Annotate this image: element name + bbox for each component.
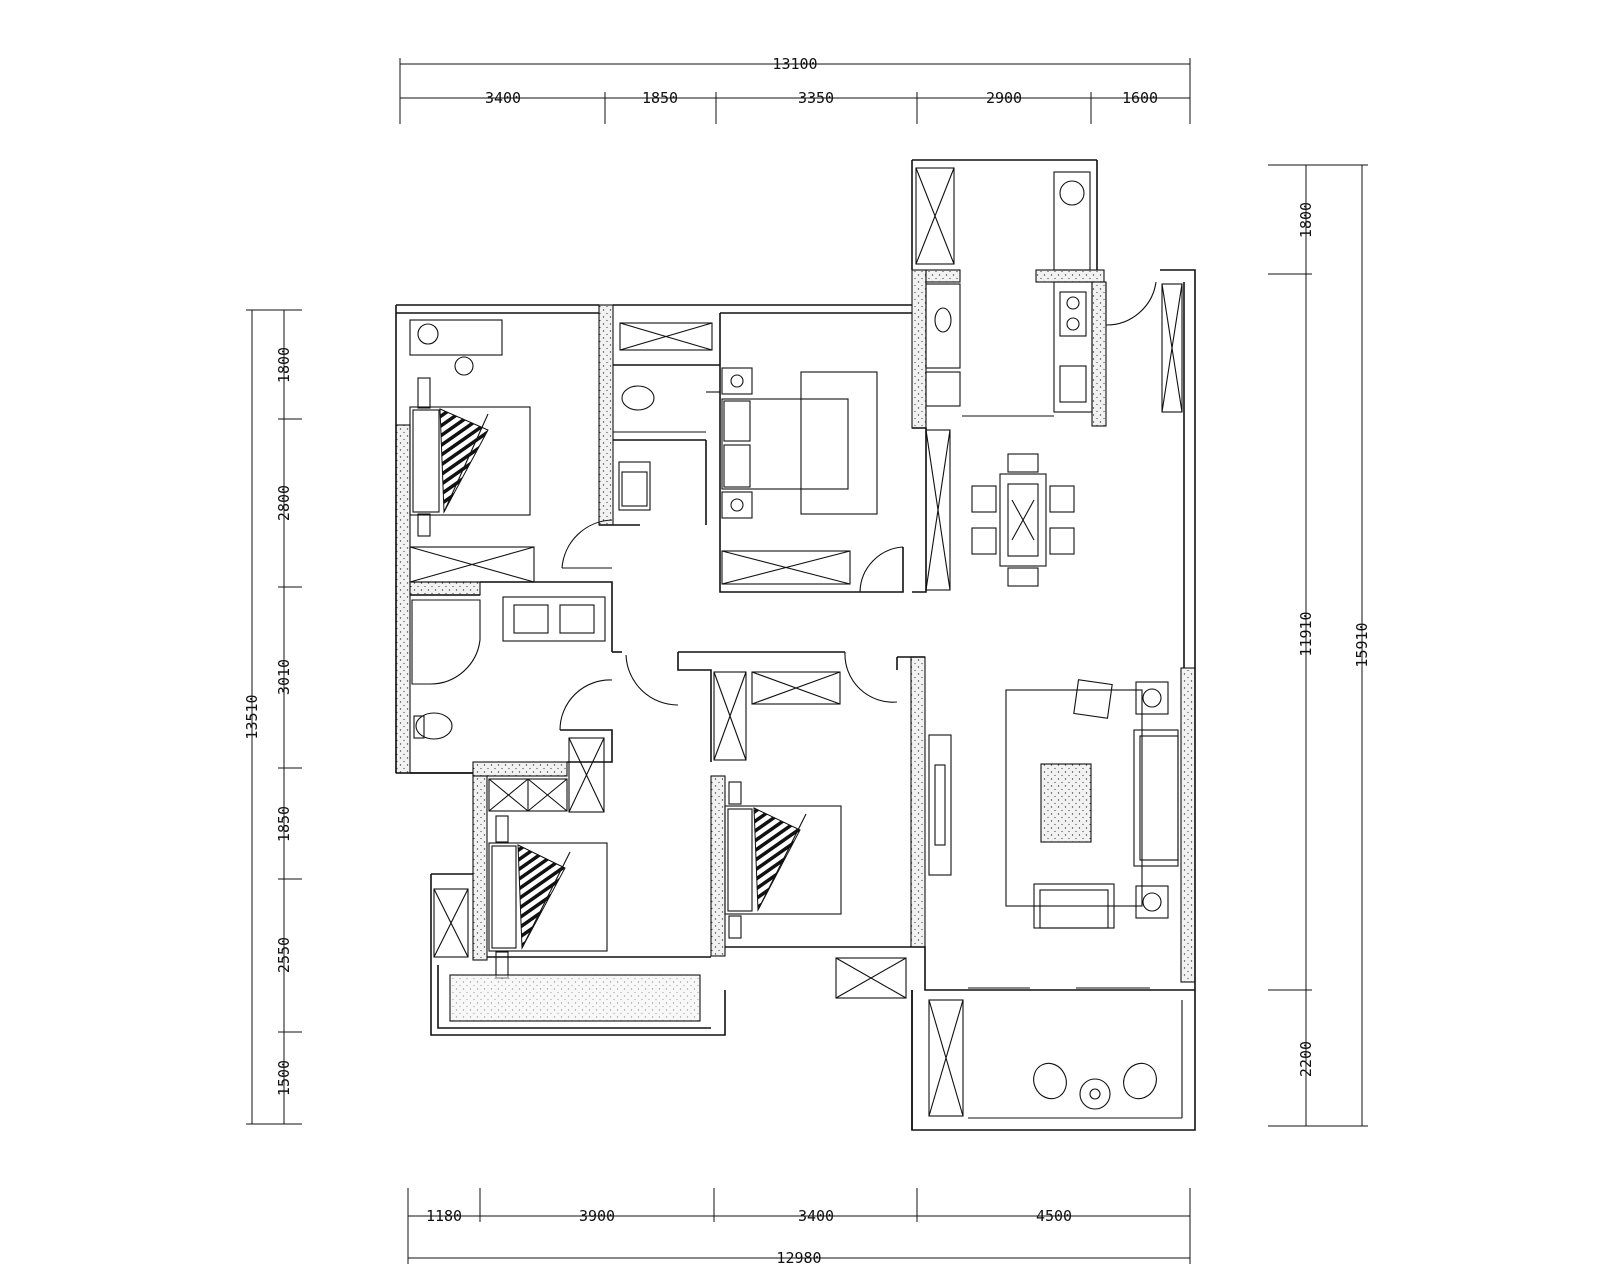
wardrobe-bedroom-2 [721,550,851,585]
doors [559,281,1157,731]
bathroom-upper [613,385,720,511]
bathroom-lower [411,596,606,740]
balcony-lower-left [449,974,701,1022]
dim-top-total: 13100 [772,55,817,73]
dim-top-seg-4: 2900 [986,89,1022,107]
dimension-bottom: 1180 3900 3400 4500 12980 [407,1188,1191,1267]
dim-top-seg-3: 3350 [798,89,834,107]
cabinet-entry-right [1161,283,1183,413]
dim-bottom-seg-4: 4500 [1036,1207,1072,1225]
cabinet-balcony-left [433,888,469,958]
dim-bottom-total: 12980 [776,1249,821,1267]
cabinet-hall-1 [568,737,605,813]
dim-right-total: 15910 [1353,622,1371,667]
dim-top-seg-5: 1600 [1122,89,1158,107]
dim-left-seg-2: 2800 [275,485,293,521]
bed-bedroom-1 [409,377,531,537]
dim-left-seg-4: 1850 [275,806,293,842]
dim-top-seg-1: 3400 [485,89,521,107]
dining-table [971,453,1075,587]
dimension-top: 13100 3400 1850 3350 2900 1600 [399,55,1191,124]
dim-left-seg-1: 1800 [275,347,293,383]
dim-right-seg-1: 1800 [1297,202,1315,238]
cabinet-hall-3 [751,671,841,705]
desk-bedroom-1 [409,319,503,376]
cabinet-dining-side [925,429,951,591]
dim-right-seg-3: 2200 [1297,1041,1315,1077]
walls [395,159,1196,1131]
dim-left-seg-5: 2550 [275,937,293,973]
dim-right-seg-2: 11910 [1297,611,1315,656]
living-room [928,679,1179,929]
cabinet-living-bottom [835,957,907,999]
kitchen [925,171,1093,417]
dimension-left: 13510 1800 2800 3010 1850 2550 1500 [243,309,302,1125]
balcony-lower-right [968,987,1183,1119]
bed-bedroom-2 [721,367,878,519]
bed-bedroom-3 [488,815,608,979]
dim-left-seg-6: 1500 [275,1060,293,1096]
dim-left-seg-3: 3010 [275,659,293,695]
bed-master [724,781,842,939]
wardrobes [409,167,1183,1117]
wardrobe-bedroom-1 [409,546,535,583]
wardrobe-bedroom-3 [488,778,568,812]
dim-bottom-seg-1: 1180 [426,1207,462,1225]
cabinet-bath-top [619,322,713,351]
dim-bottom-seg-3: 3400 [798,1207,834,1225]
dim-left-total: 13510 [243,694,261,739]
dimension-right: 1800 11910 2200 15910 [1268,164,1371,1127]
cabinet-kitchen-top [915,167,955,265]
cabinet-hall-2 [713,671,747,761]
dim-bottom-seg-2: 3900 [579,1207,615,1225]
dim-top-seg-2: 1850 [642,89,678,107]
cabinet-balcony-right [928,999,964,1117]
